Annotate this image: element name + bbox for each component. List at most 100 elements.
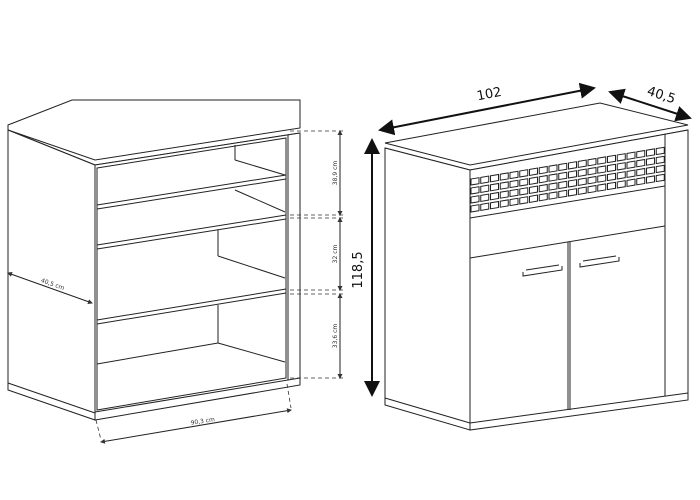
grille-slot bbox=[646, 166, 655, 175]
grille-slot bbox=[626, 160, 636, 169]
height-dimension: 118,5 bbox=[351, 138, 380, 397]
grille-slot bbox=[607, 163, 616, 173]
grille-slot bbox=[597, 165, 607, 174]
grille-slot bbox=[548, 173, 558, 182]
width-label: 102 bbox=[476, 85, 503, 104]
grille-slot bbox=[470, 186, 480, 195]
grille-slot bbox=[568, 161, 577, 170]
grille-slot bbox=[646, 157, 655, 166]
closed-door-cabinet bbox=[384, 102, 689, 431]
grille-slot bbox=[626, 169, 636, 178]
grille-slot bbox=[548, 182, 558, 191]
grille-slot bbox=[616, 180, 626, 189]
shelf-height-label: 33,6 cm bbox=[332, 324, 339, 349]
grille-slot bbox=[655, 173, 665, 183]
grille-slot bbox=[529, 194, 538, 203]
shelf-height-dimensions: 38,9 cm 32 cm 33,6 cm bbox=[290, 130, 345, 379]
inner-width-label: 90,3 cm bbox=[190, 416, 215, 427]
grille-slot bbox=[607, 172, 616, 182]
cabinet-front-frame bbox=[94, 132, 301, 421]
grille-slot bbox=[499, 190, 509, 199]
grille-slot bbox=[490, 191, 499, 201]
grille-slot bbox=[616, 162, 626, 171]
grille-slot bbox=[587, 166, 597, 176]
grille-slot bbox=[558, 171, 568, 181]
grille-slot bbox=[597, 174, 607, 183]
grille-slot bbox=[616, 171, 626, 180]
grille-slot bbox=[655, 155, 665, 165]
grille-slot bbox=[568, 188, 577, 197]
grille-slot bbox=[577, 159, 587, 168]
grille-slot bbox=[529, 185, 538, 194]
grille-slot bbox=[499, 181, 509, 190]
decorative-grille bbox=[470, 146, 665, 213]
grille-slot bbox=[636, 176, 646, 186]
shelf-height-label: 32 cm bbox=[332, 245, 339, 264]
grille-slot bbox=[558, 162, 568, 172]
grille-slot bbox=[470, 195, 480, 204]
grille-slot bbox=[480, 184, 490, 193]
grille-slot bbox=[480, 175, 490, 184]
grille-slot bbox=[548, 191, 558, 200]
grille-slot bbox=[470, 204, 480, 213]
grille-slot bbox=[480, 193, 490, 202]
grille-slot bbox=[538, 192, 548, 202]
grille-slot bbox=[548, 164, 558, 173]
grille-slot bbox=[490, 173, 499, 183]
cabinet-side-panel bbox=[7, 129, 96, 421]
height-label: 118,5 bbox=[351, 251, 366, 288]
grille-slot bbox=[597, 156, 607, 165]
grille-slot bbox=[655, 164, 665, 174]
grille-slot bbox=[509, 197, 519, 207]
grille-slot bbox=[646, 175, 655, 184]
shelf bbox=[96, 288, 287, 325]
grille-slot bbox=[626, 178, 636, 187]
grille-slot bbox=[529, 167, 538, 176]
grille-slot bbox=[607, 154, 616, 164]
grille-slot bbox=[480, 202, 490, 211]
grille-slot bbox=[529, 176, 538, 185]
grille-slot bbox=[597, 183, 607, 192]
depth-label: 40,5 bbox=[645, 84, 677, 107]
grille-slot bbox=[607, 181, 616, 191]
grille-slot bbox=[636, 149, 646, 159]
grille-slot bbox=[587, 184, 597, 194]
width-dimension: 102 bbox=[378, 82, 596, 136]
grille-slot bbox=[655, 146, 665, 156]
grille-slot bbox=[577, 168, 587, 177]
grille-slot bbox=[636, 167, 646, 177]
grille-slot bbox=[646, 148, 655, 157]
grille-slot bbox=[509, 179, 519, 189]
grille-slot bbox=[470, 177, 480, 186]
open-shelf-cabinet: 38,9 cm 32 cm 33,6 cm 40,5 cm 90,3 cm bbox=[7, 99, 345, 444]
grille-slot bbox=[558, 189, 568, 199]
grille-slot bbox=[490, 182, 499, 192]
shelf bbox=[96, 174, 287, 210]
grille-slot bbox=[616, 153, 626, 162]
grille-slot bbox=[490, 200, 499, 210]
left-door-handle[interactable] bbox=[522, 264, 563, 277]
grille-slot bbox=[626, 151, 636, 160]
grille-slot bbox=[568, 170, 577, 179]
grille-slot bbox=[519, 196, 529, 205]
grille-slot bbox=[636, 158, 646, 168]
cabinet-front bbox=[469, 129, 689, 431]
grille-slot bbox=[509, 188, 519, 198]
right-door-handle[interactable] bbox=[579, 255, 620, 268]
grille-slot bbox=[538, 183, 548, 193]
grille-slot bbox=[568, 179, 577, 188]
shelf bbox=[96, 214, 287, 250]
grille-slot bbox=[538, 174, 548, 184]
shelf-height-label: 38,9 cm bbox=[332, 161, 339, 186]
grille-slot bbox=[499, 172, 509, 181]
inner-width-dimension: 90,3 cm bbox=[95, 383, 292, 444]
grille-slot bbox=[577, 186, 587, 195]
grille-slot bbox=[499, 199, 509, 208]
grille-slot bbox=[519, 187, 529, 196]
grille-slot bbox=[519, 169, 529, 178]
grille-slot bbox=[519, 178, 529, 187]
grille-slot bbox=[587, 175, 597, 185]
grille-slot bbox=[509, 170, 519, 180]
grille-slot bbox=[577, 177, 587, 186]
